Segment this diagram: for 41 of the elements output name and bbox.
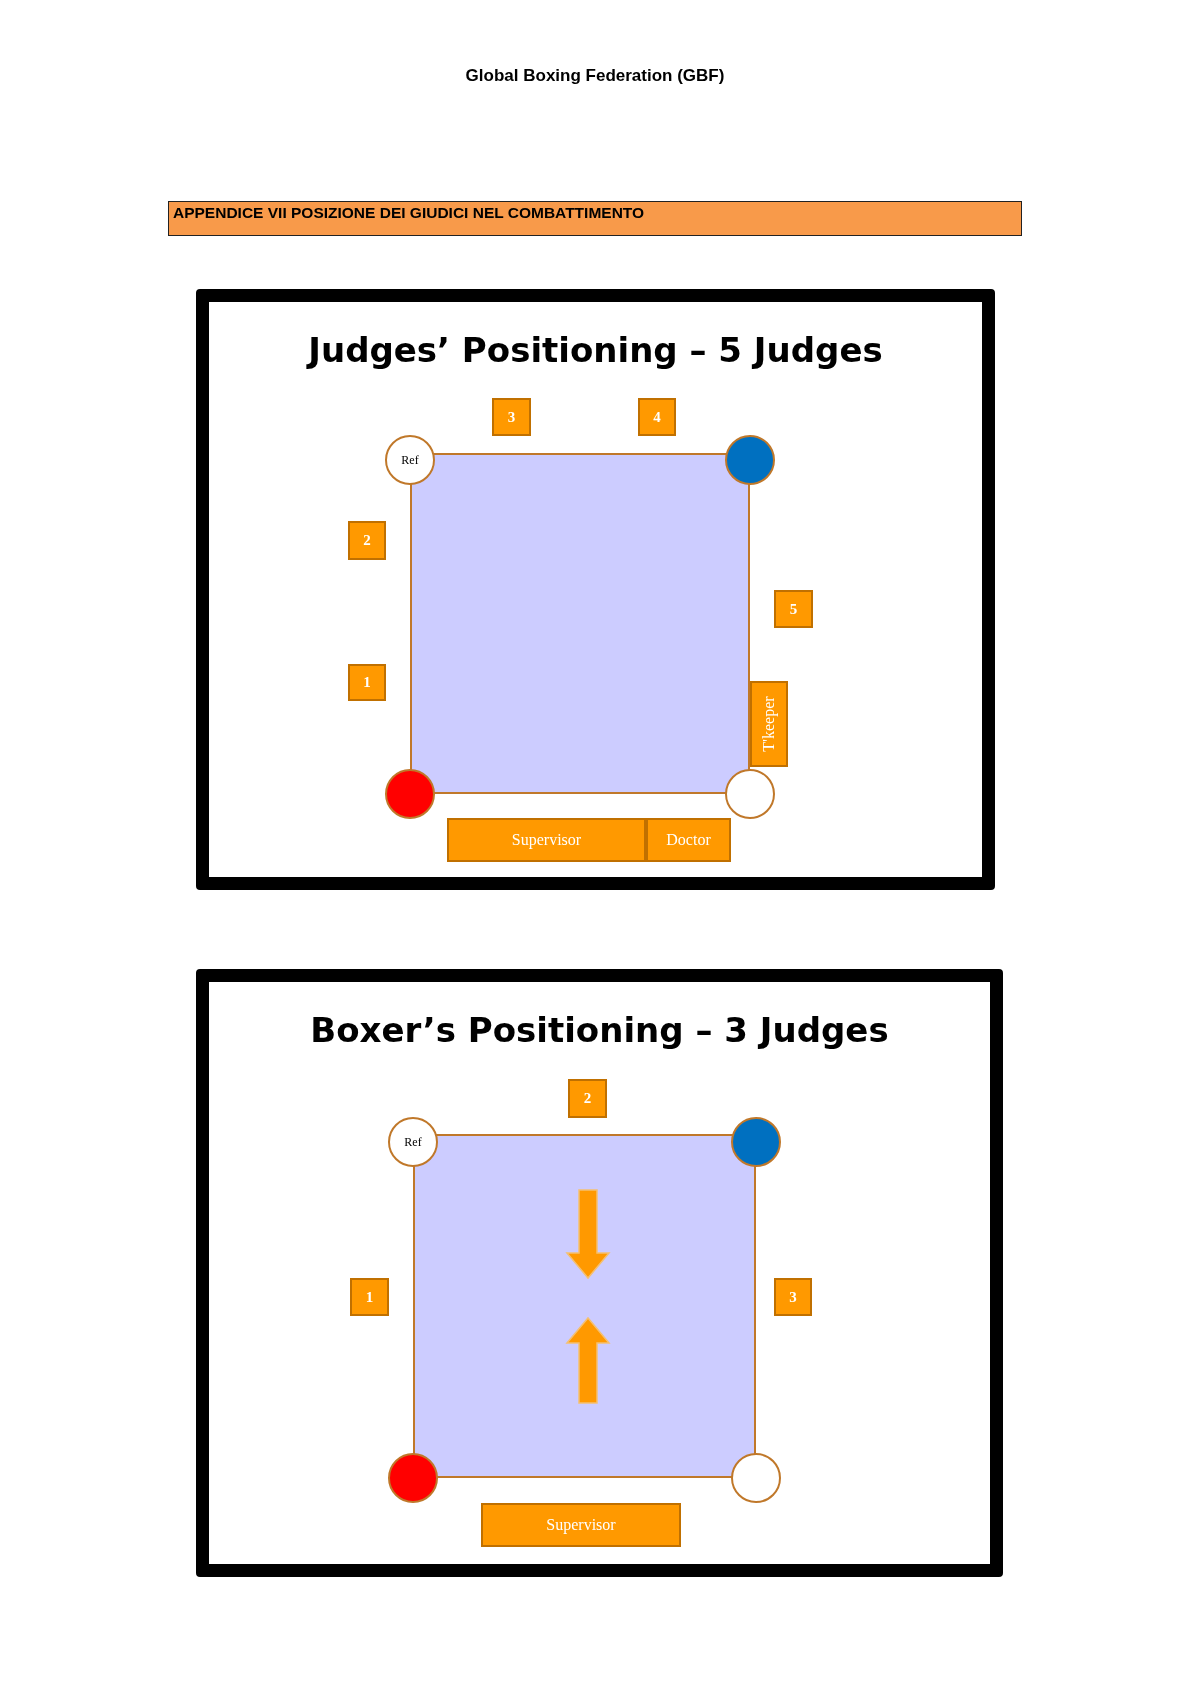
- judge-number: 1: [363, 674, 371, 691]
- section-heading: APPENDICE VII POSIZIONE DEI GIUDICI NEL COMBATTIMENTO: [173, 204, 645, 222]
- judge-number: 2: [583, 1090, 592, 1107]
- corner-circle: [725, 435, 775, 485]
- judge-marker: [348, 521, 386, 560]
- judge-number: 5: [789, 600, 798, 618]
- judge-marker: [774, 590, 813, 628]
- corner-circle: [725, 769, 775, 819]
- corner-circle: [385, 769, 435, 819]
- official-table: [447, 818, 646, 862]
- corner-circle: [388, 1117, 438, 1167]
- official-table: [646, 818, 731, 862]
- referee-label: Ref: [404, 1134, 422, 1150]
- timekeeper-label: T'keeper: [760, 696, 778, 752]
- corner-circle: [731, 1117, 781, 1167]
- official-label: Supervisor: [511, 831, 582, 849]
- judge-marker: [568, 1079, 607, 1118]
- judge-number: 4: [653, 408, 661, 426]
- section-heading-bar: [168, 201, 1022, 236]
- page-header: Global Boxing Federation (GBF): [464, 66, 726, 86]
- referee-label: Ref: [401, 452, 419, 468]
- corner-circle: [388, 1453, 438, 1503]
- official-table: [481, 1503, 681, 1547]
- official-label: Supervisor: [546, 1516, 616, 1534]
- panel-title: Judges’ Positioning – 5 Judges: [308, 330, 883, 370]
- corner-circle: [731, 1453, 781, 1503]
- judge-number: 3: [789, 1288, 797, 1306]
- judge-marker: [638, 398, 676, 436]
- judge-number: 3: [507, 408, 516, 426]
- diagram-panel: [196, 969, 1003, 1577]
- judge-number: 2: [363, 532, 371, 549]
- judge-marker: [774, 1278, 812, 1316]
- timekeeper-marker: [750, 681, 788, 767]
- judge-number: 1: [365, 1288, 374, 1306]
- diagram-panel: [196, 289, 995, 890]
- judge-marker: [492, 398, 531, 436]
- official-label: Doctor: [666, 831, 711, 849]
- panel-title: Boxer’s Positioning – 3 Judges: [310, 1010, 889, 1050]
- judge-marker: [350, 1278, 389, 1316]
- corner-circle: [385, 435, 435, 485]
- judge-marker: [348, 664, 386, 701]
